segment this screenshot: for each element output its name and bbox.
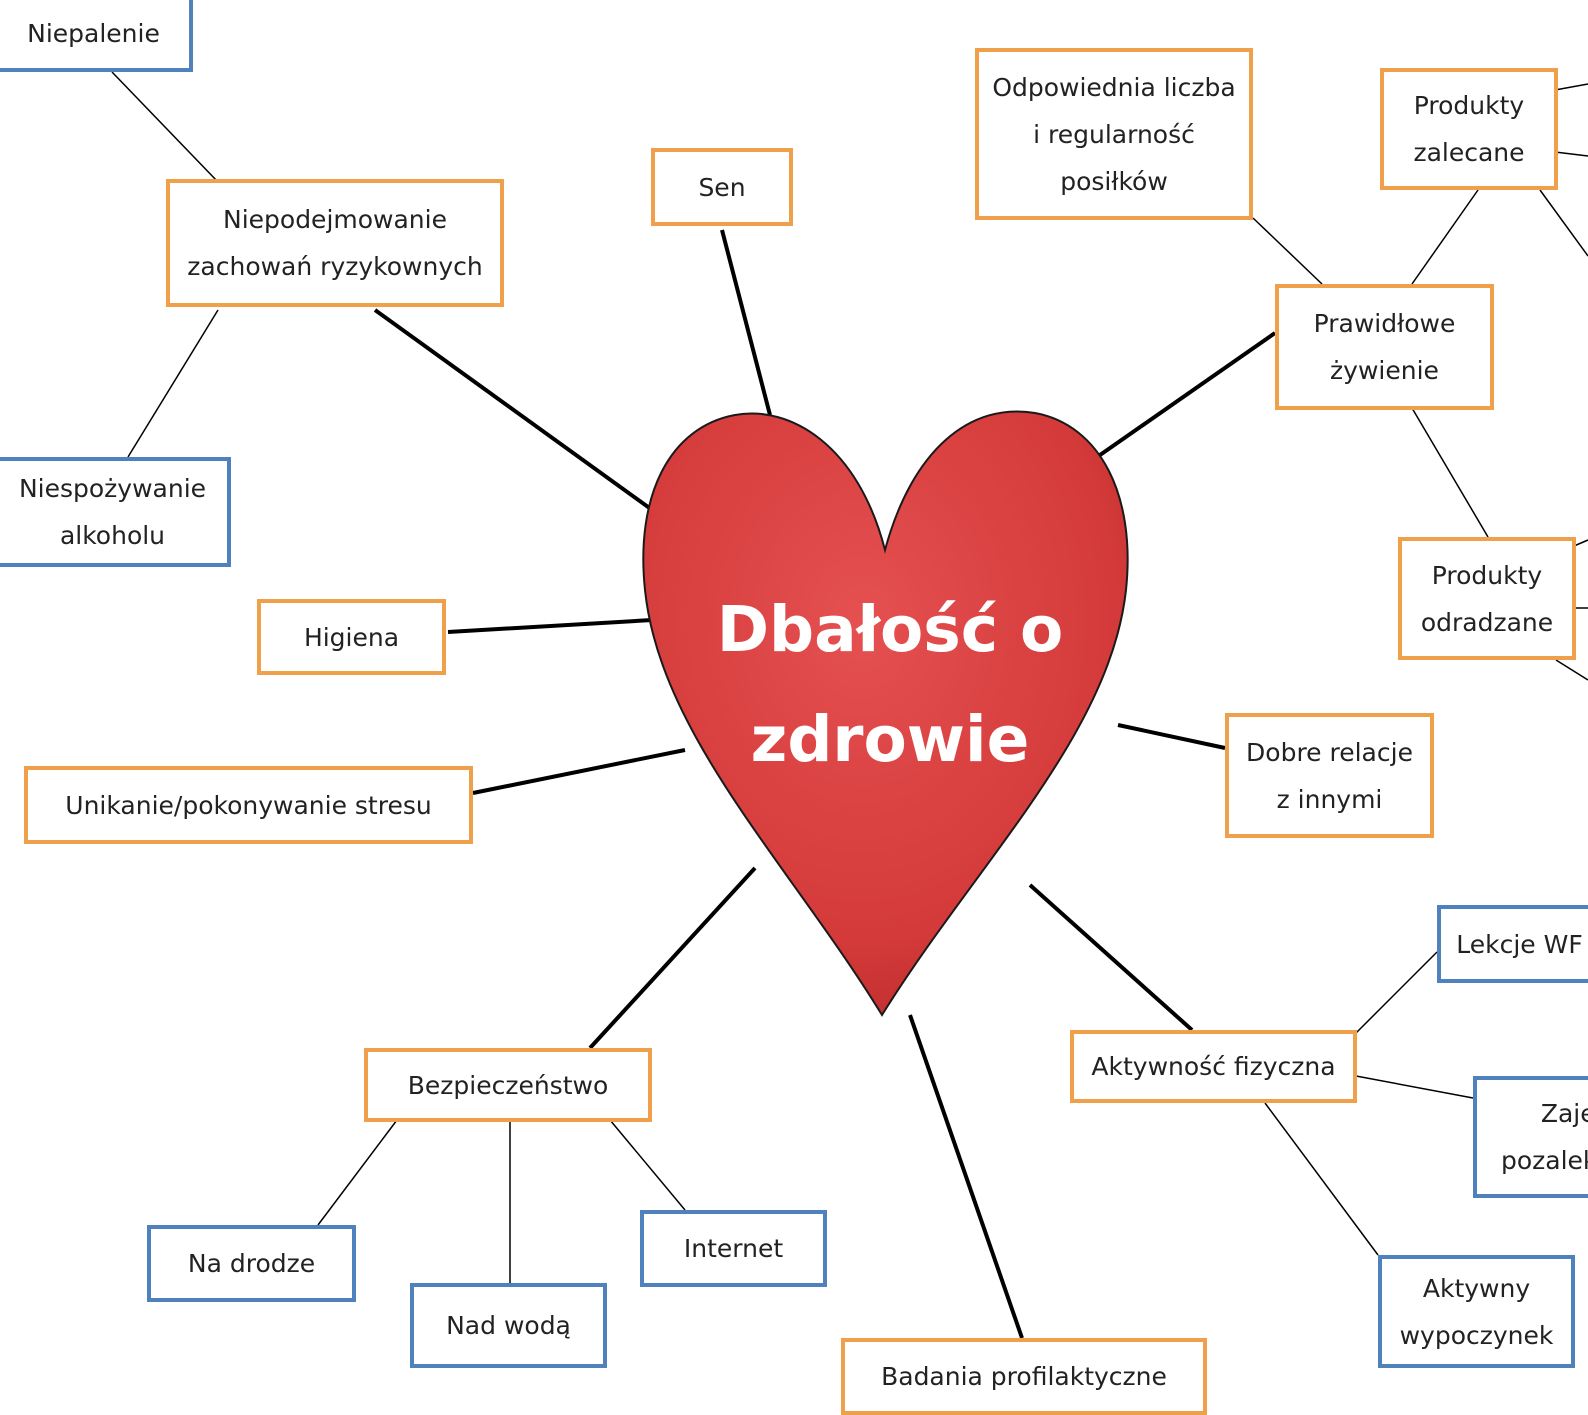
connector-zalecane-out-1: [1554, 83, 1588, 91]
connector-internet: [609, 1119, 686, 1211]
connector-zywienie: [1098, 331, 1277, 457]
connector-relacje: [1117, 723, 1226, 750]
node-na-drodze-label: Na drodze: [187, 1249, 316, 1278]
node-nad-woda-label: Nad wodą: [446, 1311, 571, 1340]
node-zajecia-line1: Zaję: [1540, 1099, 1588, 1128]
node-relacje-line1: Dobre relacje: [1246, 737, 1413, 767]
node-bezpieczenstwo: Bezpieczeństwo: [364, 1048, 652, 1122]
connector-bezpieczenstwo: [588, 866, 757, 1050]
node-zywienie-line1: Prawidłowe: [1313, 309, 1456, 338]
central-topic-line2: zdrowie: [750, 703, 1030, 776]
connector-lekcje-wf: [1355, 951, 1438, 1034]
connector-niepalenie: [111, 71, 219, 183]
node-wypoczynek-line1: Aktywny: [1422, 1273, 1531, 1303]
connector-zalecane-out-3: [1539, 189, 1588, 257]
node-aktywnosc-label: Aktywność fizyczna: [1091, 1052, 1336, 1081]
node-zywienie: Prawidłowe żywienie: [1275, 284, 1494, 410]
node-niepalenie: Niepalenie: [0, 0, 193, 72]
connector-badania: [908, 1014, 1024, 1339]
node-nad-woda: Nad wodą: [410, 1283, 607, 1368]
node-badania: Badania profilaktyczne: [841, 1338, 1207, 1415]
connector-odradzane-out-3: [1555, 659, 1588, 681]
node-stres-label: Unikanie/pokonywanie stresu: [65, 790, 432, 820]
node-zajecia-line2: pozalek: [1501, 1146, 1588, 1175]
node-higiena-label: Higiena: [303, 622, 400, 652]
connector-higiena: [447, 618, 653, 634]
node-sen-label: Sen: [698, 172, 746, 202]
connector-wypoczynek: [1264, 1102, 1379, 1256]
node-wypoczynek: Aktywny wypoczynek: [1378, 1255, 1575, 1368]
node-ryzykowne-line2: zachowań ryzykownych: [187, 252, 483, 281]
connector-sen: [720, 229, 772, 416]
connector-odradzane-out-1: [1573, 539, 1588, 547]
heart-shape: [642, 410, 1129, 1017]
node-odradzane-line1: Produkty: [1431, 560, 1543, 590]
node-lekcje-wf-label: Lekcje WF: [1456, 929, 1583, 959]
main-connectors: [373, 229, 1277, 1339]
node-badania-label: Badania profilaktyczne: [881, 1362, 1167, 1391]
connector-alkohol: [127, 309, 219, 458]
node-ryzykowne: Niepodejmowanie zachowań ryzykownych: [166, 179, 504, 307]
node-lekcje-wf: Lekcje WF: [1437, 905, 1588, 983]
node-ryzykowne-line1: Niepodejmowanie: [223, 205, 447, 234]
node-niepalenie-label: Niepalenie: [27, 18, 160, 48]
node-stres: Unikanie/pokonywanie stresu: [24, 766, 473, 844]
connector-stres: [472, 748, 686, 795]
node-alkohol-line2: alkoholu: [59, 521, 166, 550]
node-internet-label: Internet: [683, 1234, 784, 1263]
node-alkohol: Niespożywanie alkoholu: [0, 457, 231, 567]
node-aktywnosc: Aktywność fizyczna: [1070, 1030, 1357, 1103]
node-zalecane: Produkty zalecane: [1380, 68, 1558, 190]
node-zajecia: Zaję pozalek: [1473, 1076, 1588, 1198]
connector-zalecane-out-2: [1554, 151, 1588, 157]
node-bezpieczenstwo-label: Bezpieczeństwo: [407, 1070, 609, 1100]
connector-zalecane: [1411, 189, 1479, 285]
node-relacje: Dobre relacje z innymi: [1225, 713, 1434, 838]
node-internet: Internet: [640, 1210, 827, 1287]
node-posilki-line1: Odpowiednia liczba: [992, 72, 1236, 102]
node-alkohol-line1: Niespożywanie: [18, 474, 207, 503]
node-odradzane-line2: odradzane: [1420, 607, 1554, 637]
node-sen: Sen: [651, 148, 793, 226]
connector-posilki: [1252, 217, 1323, 285]
connector-ryzykowne: [373, 308, 657, 514]
node-wypoczynek-line2: wypoczynek: [1399, 1320, 1554, 1350]
node-odradzane: Produkty odradzane: [1398, 537, 1576, 660]
node-posilki-line3: posiłków: [1060, 166, 1168, 196]
heart-path: [642, 410, 1129, 1017]
connector-zajecia: [1355, 1075, 1474, 1099]
branch-connectors: [111, 71, 1588, 1283]
node-relacje-line2: z innymi: [1276, 784, 1383, 814]
node-posilki-line2: i regularność: [1033, 119, 1195, 149]
node-zalecane-line1: Produkty: [1413, 91, 1525, 120]
connector-aktywnosc: [1028, 883, 1194, 1032]
node-na-drodze: Na drodze: [147, 1225, 356, 1302]
node-posilki: Odpowiednia liczba i regularność posiłkó…: [975, 48, 1253, 220]
node-zalecane-line2: zalecane: [1413, 138, 1525, 167]
connector-na-drodze: [317, 1119, 398, 1226]
node-higiena: Higiena: [257, 599, 446, 675]
central-topic: Dbałość o zdrowie: [700, 575, 1080, 795]
central-topic-line1: Dbałość o: [716, 593, 1064, 666]
connector-odradzane: [1411, 407, 1489, 538]
node-zywienie-line2: żywienie: [1330, 356, 1439, 385]
